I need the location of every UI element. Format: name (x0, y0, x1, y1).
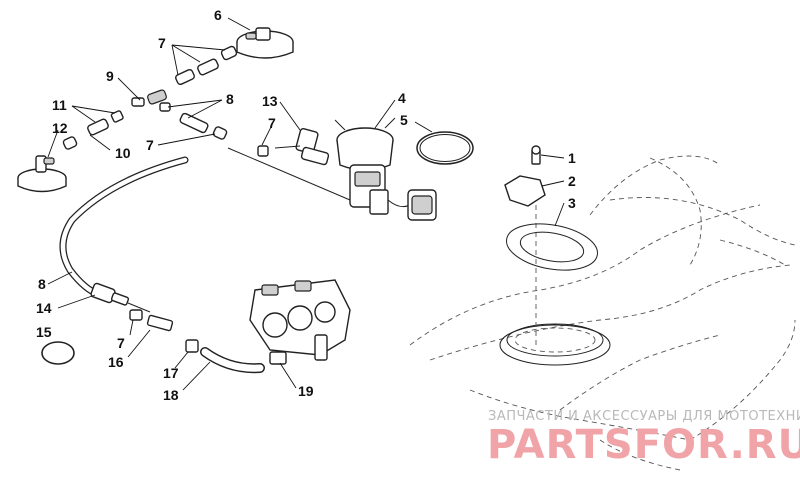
quick-connector (274, 128, 330, 166)
callout-17: 17 (163, 365, 179, 381)
callouts: 6 7 9 8 11 13 4 12 5 7 7 10 1 2 3 8 14 1… (36, 7, 576, 403)
callout-14: 14 (36, 300, 52, 316)
callout-6: 6 (214, 7, 222, 23)
callout-19: 19 (298, 383, 314, 399)
callout-12: 12 (52, 120, 68, 136)
callout-5: 5 (400, 112, 408, 128)
watermark-brand: PARTSFOR.RU (487, 422, 800, 468)
callout-7-top: 7 (158, 35, 166, 51)
callout-7-bottom: 7 (117, 335, 125, 351)
fuel-line (59, 147, 351, 313)
vent-hoses (62, 45, 269, 157)
callout-18: 18 (163, 387, 179, 403)
callout-10: 10 (115, 145, 131, 161)
callout-11: 11 (52, 97, 67, 113)
callout-7-mid-right: 7 (268, 115, 276, 131)
throttle-body (249, 279, 351, 361)
watermark: ЗАПЧАСТИ И АКСЕССУАРЫ ДЛЯ МОТОТЕХНИКИ PA… (487, 409, 800, 468)
callout-8-bottom: 8 (38, 276, 46, 292)
sender-parts (504, 145, 598, 271)
callout-13: 13 (262, 93, 278, 109)
lower-fittings (41, 309, 287, 374)
cap-left (17, 155, 67, 193)
callout-1: 1 (568, 150, 576, 166)
callout-3: 3 (568, 195, 576, 211)
fuel-tank-outline (409, 155, 796, 471)
callout-7-mid-left: 7 (146, 137, 154, 153)
o-ring (416, 131, 474, 165)
leader-lines (47, 17, 565, 391)
cap-upper (236, 27, 294, 59)
callout-9: 9 (106, 68, 114, 84)
callout-4: 4 (398, 90, 406, 106)
callout-8-top: 8 (226, 91, 234, 107)
fuel-pump-assembly (334, 117, 437, 221)
callout-2: 2 (568, 173, 576, 189)
callout-15: 15 (36, 324, 52, 340)
callout-16: 16 (108, 354, 124, 370)
watermark-tagline: ЗАПЧАСТИ И АКСЕССУАРЫ ДЛЯ МОТОТЕХНИКИ (488, 409, 800, 424)
